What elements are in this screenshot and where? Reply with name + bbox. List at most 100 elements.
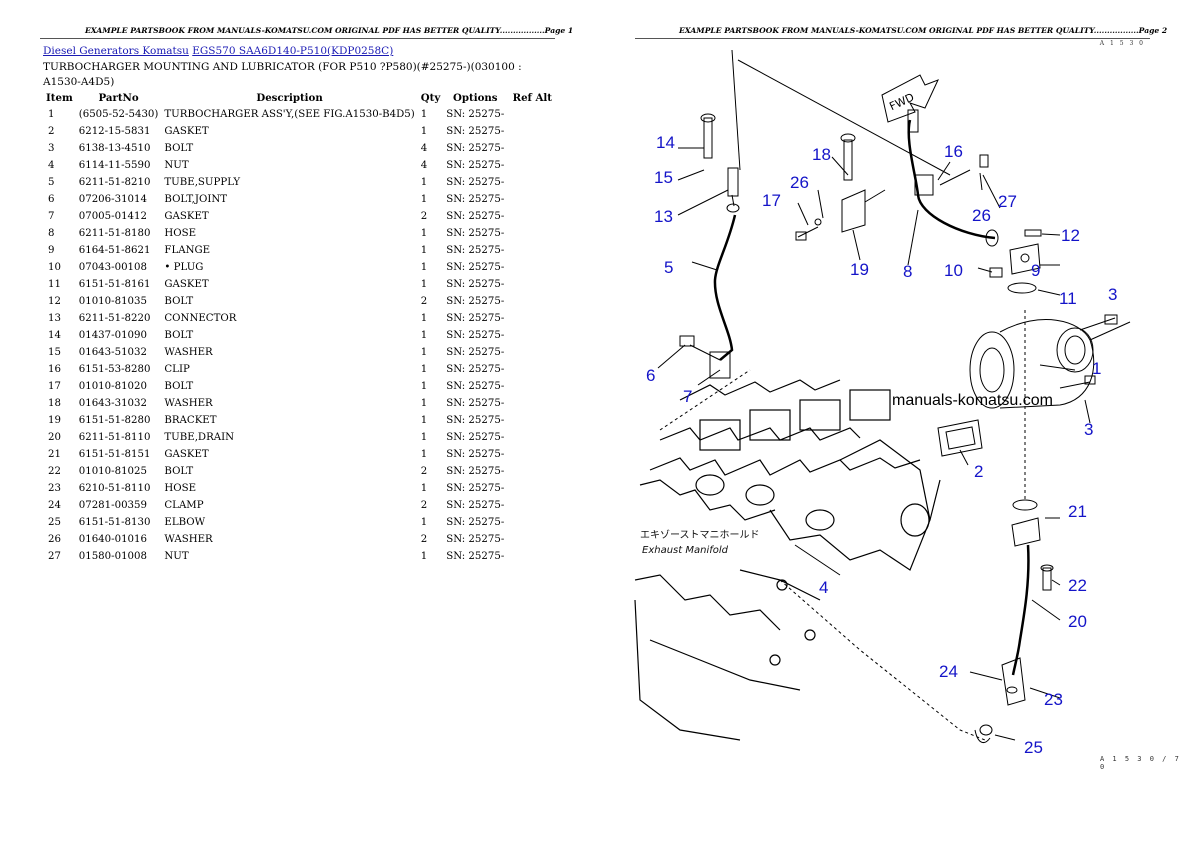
- cell-description: BOLT: [164, 296, 194, 307]
- cell-ref-alt: [507, 293, 557, 310]
- cell-ref-alt: [507, 276, 557, 293]
- cell-partno: 6211-51-8220: [78, 313, 151, 324]
- exploded-parts-diagram: FWD: [634, 49, 1131, 757]
- callout-5: 5: [664, 258, 673, 277]
- column-header-description: Description: [256, 92, 323, 104]
- cell-qty: 1: [420, 330, 428, 341]
- cell-qty: 1: [420, 109, 428, 120]
- cell-item: 2: [48, 126, 55, 137]
- cell-partno: 6151-51-8151: [78, 449, 151, 460]
- cell-options: SN: 25275-: [446, 432, 505, 443]
- cell-partno: 6211-51-8180: [78, 228, 151, 239]
- connector-assembly: [700, 113, 740, 213]
- supply-tube: [713, 214, 737, 361]
- cell-item: 25: [48, 517, 61, 528]
- callout-26-right: 26: [972, 206, 991, 225]
- cell-qty: 1: [420, 381, 428, 392]
- cell-options: SN: 25275-: [446, 551, 505, 562]
- callout-26-left: 26: [790, 173, 809, 192]
- cell-options: SN: 25275-: [446, 177, 505, 188]
- cell-item: 5: [48, 177, 55, 188]
- callout-17: 17: [762, 191, 781, 210]
- cell-description: TURBOCHARGER ASS'Y,(SEE FIG.A1530-B4D5): [164, 109, 415, 120]
- cell-partno: 07043-00108: [78, 262, 147, 273]
- page-header: EXAMPLE PARTSBOOK FROM MANUALS-KOMATSU.C…: [85, 26, 574, 35]
- cell-options: SN: 25275-: [446, 534, 505, 545]
- callout-11: 11: [1059, 289, 1077, 308]
- cell-item: 20: [48, 432, 61, 443]
- cell-partno: 07281-00359: [78, 500, 147, 511]
- cell-item: 8: [48, 228, 55, 239]
- cell-ref-alt: [507, 310, 557, 327]
- cell-item: 24: [48, 500, 61, 511]
- cell-options: SN: 25275-: [446, 126, 505, 137]
- cell-ref-alt: [507, 395, 557, 412]
- cell-qty: 1: [420, 432, 428, 443]
- cell-options: SN: 25275-: [446, 364, 505, 375]
- cell-qty: 4: [420, 143, 428, 154]
- cell-partno: (6505-52-5430): [78, 109, 159, 120]
- cell-qty: 1: [420, 483, 428, 494]
- diagram-page: EXAMPLE PARTSBOOK FROM MANUALS-KOMATSU.C…: [595, 0, 1190, 842]
- cell-description: BOLT: [164, 381, 194, 392]
- cell-description: WASHER: [164, 398, 213, 409]
- cell-qty: 1: [420, 177, 428, 188]
- cell-item: 13: [48, 313, 61, 324]
- table-row: 1 (6505-52-5430) TURBOCHARGER ASS'Y,(SEE F…: [43, 106, 557, 123]
- cell-item: 18: [48, 398, 61, 409]
- column-header-qty: Qty: [420, 92, 441, 104]
- cell-options: SN: 25275-: [446, 466, 505, 477]
- cell-description: ELBOW: [164, 517, 206, 528]
- cell-description: NUT: [164, 551, 189, 562]
- cell-item: 19: [48, 415, 61, 426]
- cell-qty: 1: [420, 262, 428, 273]
- cell-description: BOLT,JOINT: [164, 194, 228, 205]
- breadcrumb-link-category[interactable]: Diesel Generators Komatsu: [43, 45, 189, 57]
- header-divider: [635, 38, 1150, 39]
- cell-description: BOLT: [164, 143, 194, 154]
- cell-qty: 1: [420, 415, 428, 426]
- cell-partno: 6212-15-5831: [78, 126, 151, 137]
- cell-partno: 6210-51-8110: [78, 483, 151, 494]
- cell-ref-alt: [507, 514, 557, 531]
- cell-description: GASKET: [164, 449, 209, 460]
- callout-3-top: 3: [1108, 285, 1117, 304]
- callout-10: 10: [944, 261, 963, 280]
- cell-item: 27: [48, 551, 61, 562]
- breadcrumb-link-model[interactable]: EGS570 SAA6D140-P510(KDP0258C): [192, 45, 394, 57]
- callout-9: 9: [1031, 261, 1040, 280]
- cell-options: SN: 25275-: [446, 296, 505, 307]
- callout-27: 27: [998, 192, 1017, 211]
- cell-item: 14: [48, 330, 61, 341]
- cell-options: SN: 25275-: [446, 381, 505, 392]
- cell-options: SN: 25275-: [446, 347, 505, 358]
- cell-partno: 01640-01016: [78, 534, 147, 545]
- cell-qty: 1: [420, 245, 428, 256]
- cell-description: BRACKET: [164, 415, 217, 426]
- callout-12: 12: [1061, 226, 1080, 245]
- cell-options: SN: 25275-: [446, 449, 505, 460]
- callout-1: 1: [1092, 359, 1101, 378]
- cell-qty: 2: [420, 466, 428, 477]
- cell-ref-alt: [507, 531, 557, 548]
- cell-partno: 01580-01008: [78, 551, 147, 562]
- cell-partno: 01010-81020: [78, 381, 147, 392]
- cell-partno: 6138-13-4510: [78, 143, 151, 154]
- callout-8: 8: [903, 262, 912, 281]
- cell-qty: 1: [420, 194, 428, 205]
- cell-qty: 1: [420, 449, 428, 460]
- cell-partno: 6211-51-8210: [78, 177, 151, 188]
- figure-code-bottom: A 1 5 3 0 / 7 0: [1100, 755, 1181, 771]
- cell-partno: 6151-51-8161: [78, 279, 151, 290]
